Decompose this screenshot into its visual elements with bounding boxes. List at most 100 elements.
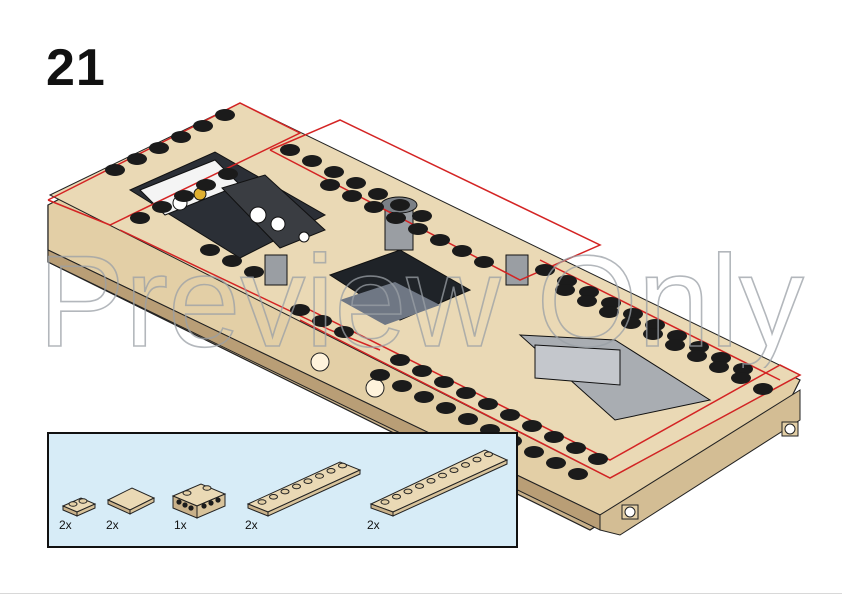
model-right-end xyxy=(599,389,801,536)
stud xyxy=(127,153,147,165)
stud xyxy=(643,328,663,340)
stud xyxy=(667,330,687,342)
stud xyxy=(579,286,599,298)
stud xyxy=(458,413,478,425)
stud xyxy=(312,315,332,327)
stud xyxy=(588,453,608,465)
part-quantity: 1x xyxy=(174,518,187,532)
stud xyxy=(364,201,384,213)
stud xyxy=(324,166,344,178)
part-brick-1x4-side-studs xyxy=(171,482,227,520)
side-hole xyxy=(310,352,330,372)
stud xyxy=(436,402,456,414)
page-bottom-rule xyxy=(0,593,842,594)
stud xyxy=(414,391,434,403)
stud xyxy=(568,468,588,480)
instrument-panel-dark xyxy=(221,174,326,249)
gauge xyxy=(270,216,286,232)
stud xyxy=(753,383,773,395)
parts-list-callout: 2x 2x 1x 2x xyxy=(47,432,518,548)
side-hole xyxy=(365,378,385,398)
stud-group xyxy=(105,109,773,480)
stud xyxy=(434,376,454,388)
stud xyxy=(577,295,597,307)
part-plate-1x8 xyxy=(244,458,362,518)
part-plate-1x10 xyxy=(367,446,509,518)
plate-stud xyxy=(449,467,459,474)
plate-stud xyxy=(380,499,390,505)
stud xyxy=(601,297,621,309)
plate-stud xyxy=(326,468,336,474)
plate-stud xyxy=(280,488,290,495)
stud xyxy=(386,212,406,224)
stud xyxy=(557,275,577,287)
stud xyxy=(500,409,520,421)
stud xyxy=(544,431,564,443)
stud xyxy=(474,256,494,268)
gauge xyxy=(249,206,267,224)
stud xyxy=(390,354,410,366)
clip-right-2 xyxy=(621,504,639,520)
seat-back xyxy=(534,344,621,386)
stud xyxy=(390,199,410,211)
plate-stud xyxy=(472,456,482,463)
stud xyxy=(687,350,707,362)
stud xyxy=(535,264,555,276)
stud xyxy=(302,155,322,167)
stud xyxy=(222,255,242,267)
stud xyxy=(152,201,172,213)
stud xyxy=(731,372,751,384)
plate-stud xyxy=(392,493,401,500)
stud xyxy=(342,190,362,202)
part-quantity: 2x xyxy=(106,518,119,532)
stud xyxy=(171,131,191,143)
stud xyxy=(412,365,432,377)
stud xyxy=(665,339,685,351)
plate-stud xyxy=(438,472,447,479)
plate-stud xyxy=(303,478,313,485)
stud xyxy=(149,142,169,154)
stud xyxy=(244,266,264,278)
central-bay-floor xyxy=(340,282,440,325)
stud xyxy=(566,442,586,454)
part-quantity: 2x xyxy=(245,518,258,532)
plate-stud xyxy=(315,473,324,479)
stud xyxy=(105,164,125,176)
stud xyxy=(368,188,388,200)
stud xyxy=(621,317,641,329)
clip-right-1 xyxy=(781,421,799,437)
stud xyxy=(346,177,366,189)
stud xyxy=(196,179,216,191)
plate-stud xyxy=(292,483,301,490)
stud xyxy=(408,223,428,235)
stud xyxy=(334,326,354,338)
stud xyxy=(430,234,450,246)
part-quantity: 2x xyxy=(59,518,72,532)
plate-stud xyxy=(338,462,347,469)
stud xyxy=(392,380,412,392)
stud xyxy=(689,341,709,353)
grey-pillar-2 xyxy=(264,254,288,286)
stud xyxy=(645,319,665,331)
stud xyxy=(130,212,150,224)
stud xyxy=(522,420,542,432)
part-plate-1x2 xyxy=(61,494,97,518)
part-tile-2x2 xyxy=(106,484,156,516)
plate-stud xyxy=(257,499,267,505)
stud xyxy=(623,308,643,320)
stud xyxy=(218,168,238,180)
plate-stud xyxy=(484,451,493,458)
plate-stud xyxy=(415,483,424,489)
grey-pillar-3 xyxy=(505,254,529,286)
stud xyxy=(174,190,194,202)
plate-stud xyxy=(403,488,413,495)
plate-stud xyxy=(461,462,470,468)
gauge xyxy=(298,231,310,243)
stud xyxy=(546,457,566,469)
stud xyxy=(412,210,432,222)
stud xyxy=(280,144,300,156)
stud xyxy=(452,245,472,257)
stud xyxy=(711,352,731,364)
stud xyxy=(709,361,729,373)
